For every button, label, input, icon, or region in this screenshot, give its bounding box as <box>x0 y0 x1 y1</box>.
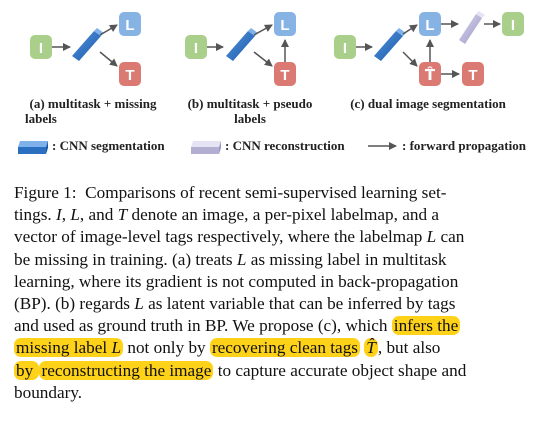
arrow-cnn-to-labelmap <box>253 24 273 36</box>
figure-label: Figure 1: <box>14 183 77 202</box>
caption-text: and used as ground truth in BP. We propo… <box>14 316 392 336</box>
tags-node <box>274 62 296 86</box>
highlighted-text: missing label L <box>14 338 124 358</box>
diagram-svg: I L T I L <box>18 11 524 154</box>
caption-text: as latent variable that can be inferred … <box>143 293 456 313</box>
image-node <box>334 35 356 59</box>
caption-text: , but also <box>377 338 441 358</box>
legend-propagation-label: : forward propagation <box>402 138 526 153</box>
tags-node-label: T <box>125 67 134 84</box>
figure-diagram: I L T I L <box>0 0 541 165</box>
caption-text: learning, where its gradient is not comp… <box>14 271 459 291</box>
arrow-cnn-to-tags <box>253 51 273 67</box>
image-node-label: I <box>39 40 43 57</box>
image-node <box>30 35 52 59</box>
labelmap-node-label: L <box>425 17 434 34</box>
caption-line: vector of image-level tags respectively,… <box>14 226 530 248</box>
cnn-reconstruction-block <box>459 11 485 44</box>
caption-line: by reconstructing the image to capture a… <box>14 360 530 382</box>
arrow-cnn-to-labelmap <box>402 24 418 35</box>
math-symbol: L <box>426 227 437 247</box>
caption-text: (BP). (b) regards <box>14 293 135 313</box>
cnn-segmentation-block <box>374 28 406 61</box>
tags-node <box>119 62 141 86</box>
caption-text: missing label <box>16 338 112 358</box>
subfigure-c-caption: (c) dual image segmentation <box>338 96 518 111</box>
tags-node-label: T <box>468 67 477 84</box>
labelmap-node <box>274 12 296 36</box>
math-symbol: T <box>117 205 128 225</box>
caption-text: can <box>436 227 465 247</box>
math-symbol: T̂ <box>364 338 378 358</box>
math-symbol: L <box>236 249 247 269</box>
subfigure-b: I L T <box>185 12 296 86</box>
subfigure-c-caption-line1: (c) dual image segmentation <box>350 96 506 111</box>
math-symbol: L <box>134 293 144 313</box>
caption-text: denote an image, a per-pixel labelmap, a… <box>127 205 439 225</box>
caption-text: boundary. <box>14 382 83 402</box>
highlighted-text: reconstructing the image <box>39 360 214 380</box>
caption-line: missing label L not only by recovering c… <box>14 337 530 359</box>
subfigure-a: I L T <box>30 12 141 86</box>
caption-text: vector of image-level tags respectively,… <box>14 227 427 247</box>
caption-text: tings. <box>14 205 57 225</box>
cnn-segmentation-block <box>72 28 104 61</box>
caption-text: as missing label in multitask <box>246 249 447 269</box>
caption-line: Figure 1: Comparisons of recent semi-sup… <box>14 182 530 204</box>
caption-text: , <box>61 205 71 225</box>
legend-segmentation-label: : CNN segmentation <box>52 138 165 153</box>
reconstructed-image-node <box>502 12 524 36</box>
math-symbol: L <box>111 338 122 358</box>
tags-hat-node <box>419 62 441 86</box>
tags-node-label: T <box>280 67 289 84</box>
caption-text: to capture accurate object shape and <box>213 360 467 380</box>
subfigure-b-caption-line2: labels <box>234 111 266 126</box>
labelmap-node-label: L <box>125 17 134 34</box>
caption-line: boundary. <box>14 382 530 404</box>
cnn-segmentation-block <box>226 28 258 61</box>
math-symbol: L <box>70 205 80 225</box>
caption-text: , and <box>79 205 118 225</box>
labelmap-node-label: L <box>280 17 289 34</box>
image-node <box>185 35 207 59</box>
subfigure-c: I L T̂ T I <box>334 11 524 86</box>
caption-line: and used as ground truth in BP. We propo… <box>14 315 530 337</box>
image-node-label: I <box>343 40 347 57</box>
caption-text: Comparisons of recent semi-supervised le… <box>85 183 447 202</box>
legend-segmentation-swatch <box>18 141 48 154</box>
caption-text: not only by <box>123 338 210 358</box>
subfigure-a-caption: (a) multitask + missing labels <box>18 96 168 126</box>
highlighted-text: recovering clean tags <box>209 338 360 358</box>
arrow-cnn-to-tags-hat <box>402 51 418 67</box>
subfigure-b-caption: (b) multitask + pseudo labels <box>176 96 324 126</box>
caption-line: tings. I, L, and T denote an image, a pe… <box>14 204 530 226</box>
highlighted-text: by <box>14 360 40 380</box>
highlighted-text: infers the <box>391 316 461 336</box>
legend-reconstruction-label: : CNN reconstruction <box>225 138 345 153</box>
math-symbol: I <box>56 205 62 225</box>
reconstructed-image-node-label: I <box>511 17 515 34</box>
caption-text: be missing in training. (a) treats <box>14 249 237 269</box>
arrow-cnn-to-labelmap <box>99 24 118 36</box>
tags-hat-node-label: T̂ <box>425 65 436 84</box>
subfigure-a-caption-line2: labels <box>25 111 57 126</box>
subfigure-b-caption-line1: (b) multitask + pseudo <box>187 96 313 111</box>
labelmap-node <box>119 12 141 36</box>
figure-caption: Figure 1: Comparisons of recent semi-sup… <box>14 182 530 404</box>
subfigure-a-caption-line1: (a) multitask + missing <box>29 96 157 111</box>
legend-reconstruction-swatch <box>191 141 221 154</box>
caption-line: learning, where its gradient is not comp… <box>14 271 530 293</box>
image-node-label: I <box>194 40 198 57</box>
labelmap-node <box>419 12 441 36</box>
arrow-cnn-to-tags <box>99 51 118 67</box>
legend <box>18 141 397 154</box>
caption-line: be missing in training. (a) treats L as … <box>14 249 530 271</box>
caption-line: (BP). (b) regards L as latent variable t… <box>14 293 530 315</box>
tags-node <box>462 62 484 86</box>
